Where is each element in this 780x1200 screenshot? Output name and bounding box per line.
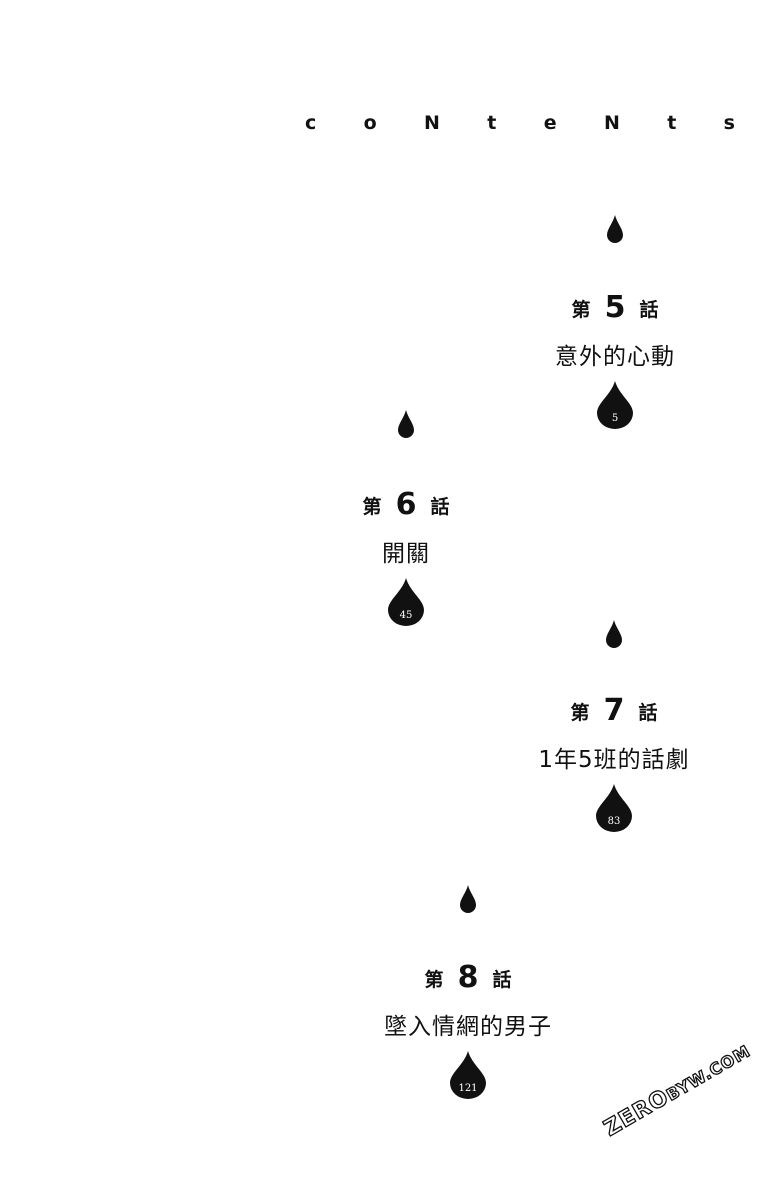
watermark-main: ZERO [599,1084,674,1142]
chapter-prefix: 第 [570,701,590,724]
droplet-page-icon [597,381,633,429]
droplet-icon [460,885,476,913]
contents-letter: s [723,112,735,134]
contents-letter: N [603,112,620,134]
chapter-number: 6 [395,487,417,522]
chapter-entry-6[interactable]: 第 6 話 開關 45 [296,410,516,626]
watermark: ZEROBYW.COM [599,1038,755,1143]
contents-heading: c o N t e N t s [305,112,735,134]
contents-letter: e [543,112,557,134]
page-marker: 83 [594,784,634,832]
page-number: 121 [458,1083,478,1094]
chapter-title: 意外的心動 [555,344,675,370]
chapter-label: 第 7 話 [504,696,724,726]
chapter-number: 7 [603,693,625,728]
chapter-title: 開關 [382,541,430,567]
droplet-icon [606,620,622,648]
watermark-sub: BYW.COM [663,1041,755,1106]
chapter-entry-7[interactable]: 第 7 話 1年5班的話劇 83 [504,620,724,832]
chapter-suffix: 話 [639,298,659,321]
chapter-prefix: 第 [424,968,444,991]
page-marker: 5 [595,381,635,429]
droplet-page-icon [388,578,424,626]
chapter-suffix: 話 [430,495,450,518]
chapter-suffix: 話 [638,701,658,724]
page-marker: 121 [448,1051,488,1099]
chapter-entry-8[interactable]: 第 8 話 墜入情網的男子 121 [358,885,578,1099]
page-number: 83 [607,816,621,827]
chapter-title: 1年5班的話劇 [538,747,690,773]
contents-letter: t [667,112,677,134]
chapter-suffix: 話 [492,968,512,991]
chapter-entry-5[interactable]: 第 5 話 意外的心動 5 [505,215,725,429]
chapter-prefix: 第 [362,495,382,518]
page-marker: 45 [386,578,426,626]
droplet-icon [607,215,623,243]
chapter-title: 墜入情網的男子 [384,1014,552,1040]
chapter-prefix: 第 [571,298,591,321]
contents-letter: N [424,112,440,134]
page-number: 5 [611,413,619,424]
droplet-icon [398,410,414,438]
chapter-number: 5 [604,290,626,325]
chapter-number: 8 [457,960,479,995]
contents-letter: o [363,112,377,134]
page-number: 45 [399,610,413,621]
droplet-page-icon [450,1051,486,1099]
chapter-label: 第 5 話 [505,293,725,323]
chapter-label: 第 6 話 [296,490,516,520]
chapter-label: 第 8 話 [358,963,578,993]
droplet-page-icon [596,784,632,832]
contents-letter: t [487,112,497,134]
contents-letter: c [305,112,317,134]
